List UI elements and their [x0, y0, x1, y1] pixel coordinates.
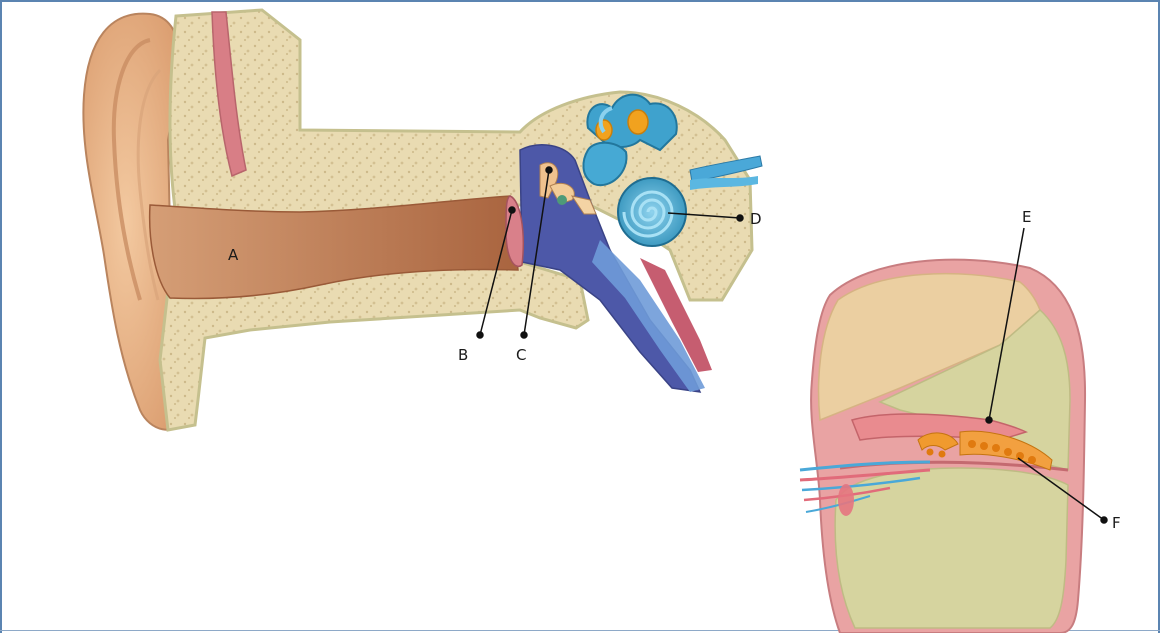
label-f: F — [1112, 514, 1121, 532]
label-e: E — [1022, 208, 1031, 226]
leader-f-dot — [1101, 517, 1107, 523]
leader-c-dot — [546, 167, 552, 173]
cochlea-cross-section — [800, 260, 1085, 633]
leader-c-end-dot — [521, 332, 527, 338]
label-c: C — [516, 346, 526, 364]
label-d: D — [750, 210, 762, 228]
label-a: A — [228, 246, 239, 264]
label-b: B — [458, 346, 468, 364]
leader-e-dot — [986, 417, 992, 423]
leader-b-dot — [509, 207, 515, 213]
leader-b-end-dot — [477, 332, 483, 338]
leader-d-dot — [737, 215, 743, 221]
